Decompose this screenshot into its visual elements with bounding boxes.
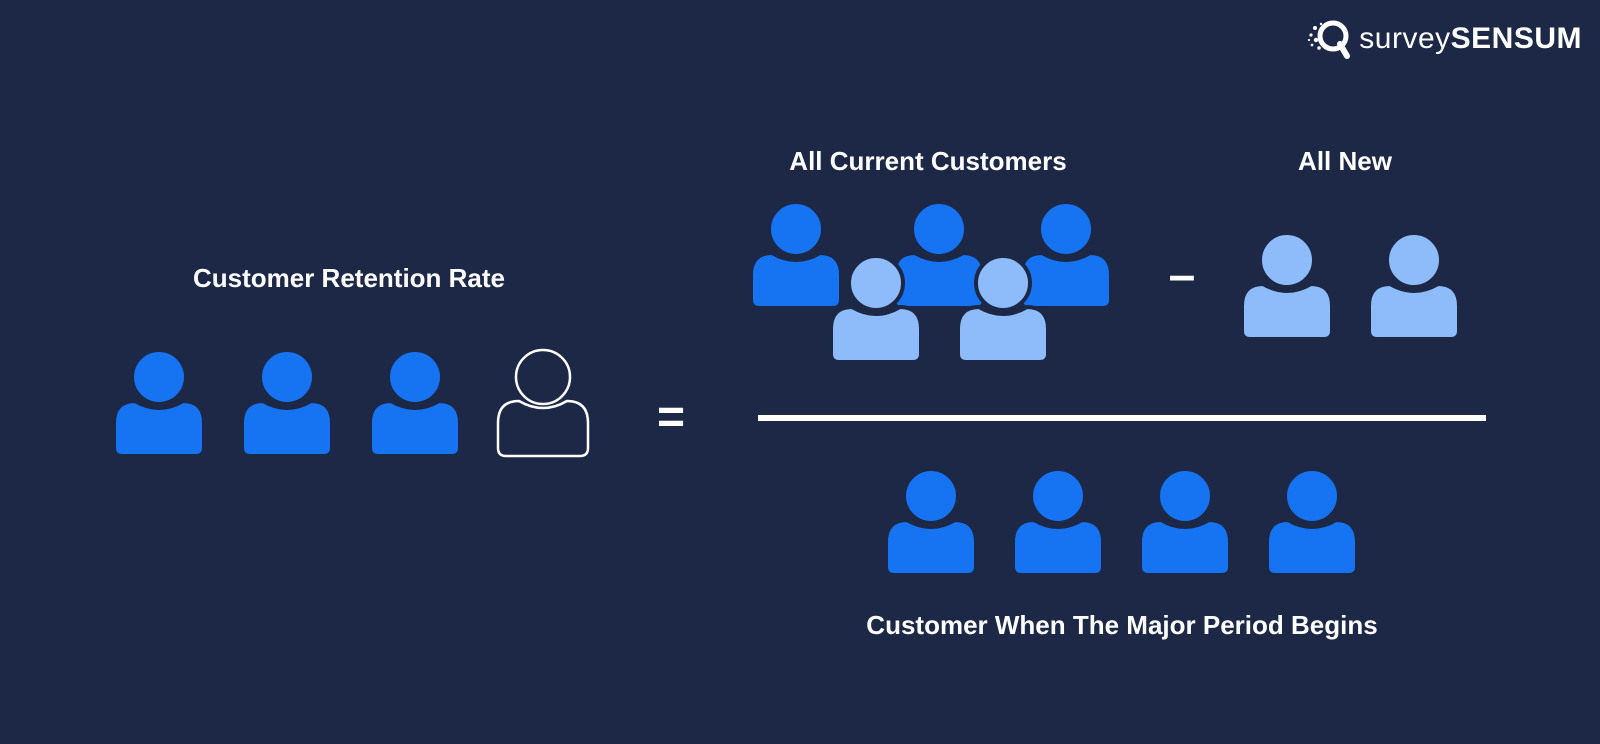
person-head <box>258 348 316 406</box>
person-head <box>130 348 188 406</box>
period-begin-customer-icon <box>1138 467 1232 577</box>
current-customer-icon <box>1019 200 1113 310</box>
brand-name-bold: SENSUM <box>1450 22 1582 55</box>
magnifier-dots-icon <box>1308 20 1351 59</box>
retention-person-icon <box>112 348 206 458</box>
person-body <box>1240 281 1334 341</box>
person-body <box>956 304 1050 364</box>
brand-name-light: survey <box>1359 22 1451 55</box>
current-customer-icon <box>829 254 923 364</box>
person-head <box>1258 231 1316 289</box>
person-head <box>386 348 444 406</box>
person-body <box>829 304 923 364</box>
current-customer-icon <box>956 254 1050 364</box>
person-head <box>1029 467 1087 525</box>
retention-rate-title: Customer Retention Rate <box>192 263 506 293</box>
person-head <box>974 254 1032 312</box>
period-begin-customer-icon <box>1011 467 1105 577</box>
period-begin-label: Customer When The Major Period Begins <box>866 610 1378 640</box>
person-head <box>767 200 825 258</box>
person-body <box>884 517 978 577</box>
person-body <box>112 398 206 458</box>
new-customer-icon <box>1240 231 1334 341</box>
new-customer-icon <box>1367 231 1461 341</box>
retention-person-icon <box>240 348 334 458</box>
retention-person-icon <box>368 348 462 458</box>
person-body <box>749 250 843 310</box>
person-body <box>1019 250 1113 310</box>
brand-logo: surveySENSUM <box>1307 18 1582 60</box>
fraction-bar <box>758 415 1486 421</box>
person-body <box>1265 517 1359 577</box>
person-body <box>892 250 986 310</box>
all-new-label: All New <box>1298 146 1392 176</box>
person-body <box>496 399 590 458</box>
person-head <box>902 467 960 525</box>
person-body <box>1367 281 1461 341</box>
period-begin-customer-icon <box>1265 467 1359 577</box>
person-head <box>910 200 968 258</box>
period-begin-customer-icon <box>884 467 978 577</box>
retention-person-icon <box>496 348 590 458</box>
current-customer-icon <box>749 200 843 310</box>
person-head <box>1385 231 1443 289</box>
minus-sign: – <box>1168 249 1196 302</box>
current-customer-icon <box>892 200 986 310</box>
person-head <box>514 348 572 406</box>
all-current-customers-label: All Current Customers <box>789 146 1067 176</box>
person-body <box>1011 517 1105 577</box>
person-head <box>1156 467 1214 525</box>
person-head <box>847 254 905 312</box>
person-head <box>1283 467 1341 525</box>
person-body <box>1138 517 1232 577</box>
person-head <box>1037 200 1095 258</box>
person-body <box>368 398 462 458</box>
equals-sign: = <box>656 391 686 444</box>
person-body <box>240 398 334 458</box>
